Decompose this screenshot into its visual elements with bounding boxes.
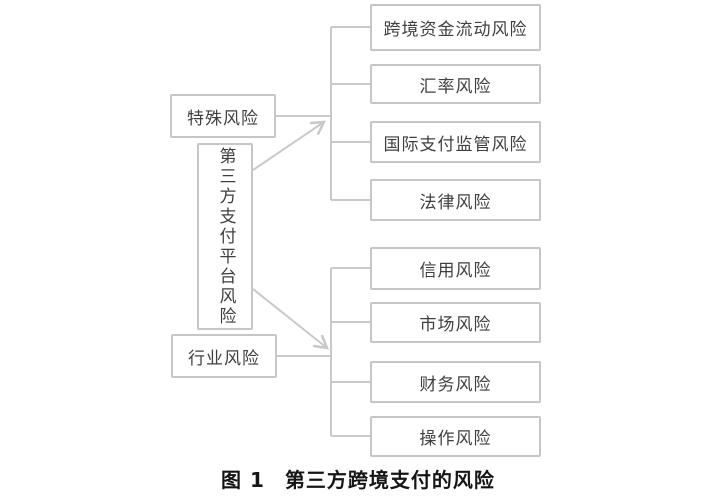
- legal-risk-box: 法律风险: [370, 179, 541, 221]
- figure-caption-title: 第三方跨境支付的风险: [284, 468, 495, 492]
- market-risk-box: 市场风险: [370, 302, 541, 343]
- credit-risk-box: 信用风险: [370, 247, 541, 290]
- exchange-rate-risk-box: 汇率风险: [370, 64, 541, 104]
- figure-caption-label: 图 1: [221, 468, 265, 492]
- cross-border-capital-flow-risk-box: 跨境资金流动风险: [370, 4, 541, 51]
- platform-to-special-arrow: [252, 120, 327, 171]
- platform-risk-box: 第三方支付平台风险: [197, 143, 253, 330]
- operational-risk-box: 操作风险: [370, 416, 541, 457]
- industry-risk-box: 行业风险: [171, 334, 277, 378]
- platform-to-industry-arrow: [252, 288, 330, 350]
- international-payment-regulation-risk-box: 国际支付监管风险: [370, 121, 541, 163]
- figure-caption: 图 1 第三方跨境支付的风险: [0, 464, 716, 493]
- special-risk-box: 特殊风险: [170, 94, 276, 138]
- financial-risk-box: 财务风险: [370, 361, 541, 403]
